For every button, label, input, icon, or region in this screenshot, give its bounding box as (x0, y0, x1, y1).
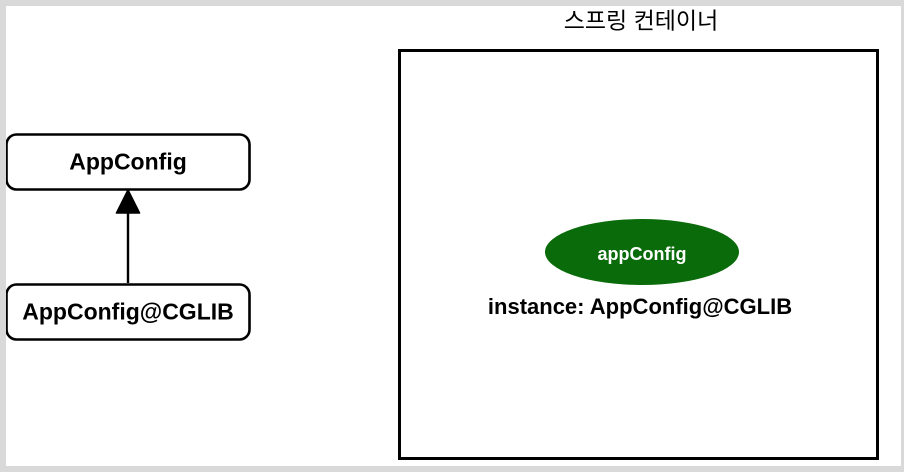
appconfig-box[interactable] (5, 133, 251, 191)
appconfig-bean-ellipse[interactable] (545, 219, 739, 285)
generalization-arrow (115, 189, 141, 283)
appconfig-cglib-box[interactable] (5, 283, 251, 341)
